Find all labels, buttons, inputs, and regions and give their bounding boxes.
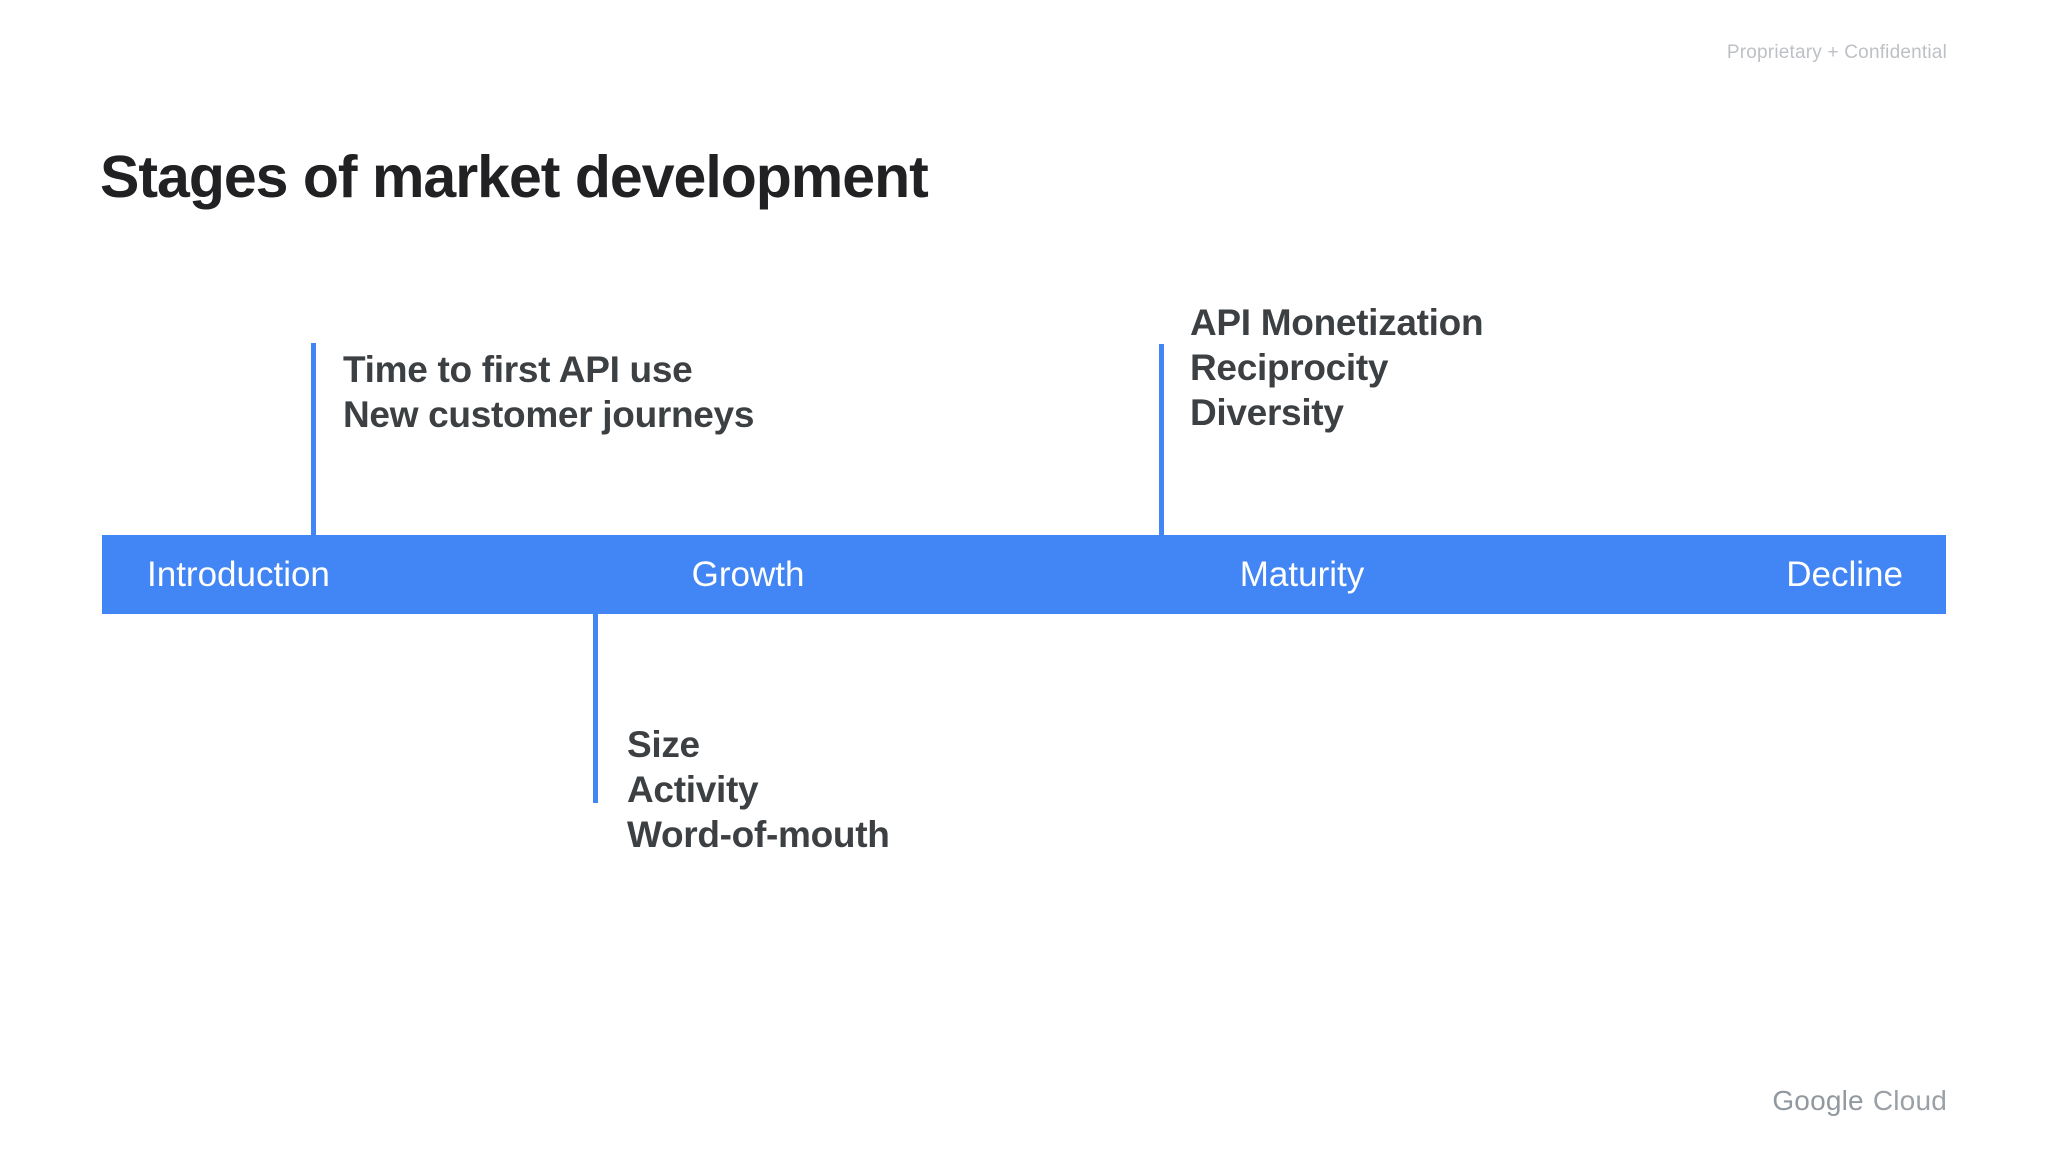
callout-text-line: API Monetization	[1190, 302, 1484, 343]
callout-text-line: New customer journeys	[343, 394, 755, 435]
callout-growth-above: Time to first API use New customer journ…	[343, 347, 754, 437]
callout-text-line: Time to first API use	[343, 349, 693, 390]
stage-label-decline: Decline	[1786, 554, 1903, 594]
callout-text-line: Reciprocity	[1190, 347, 1389, 388]
callout-connector-line-growth-above	[311, 343, 316, 535]
callout-text-line: Size	[627, 724, 700, 765]
callout-growth-below: Size Activity Word-of-mouth	[627, 722, 890, 857]
callout-connector-line-growth-below	[593, 613, 598, 803]
callout-text-line: Diversity	[1190, 392, 1344, 433]
callout-maturity-above: API Monetization Reciprocity Diversity	[1190, 300, 1484, 435]
google-cloud-logo-product: Cloud	[1872, 1085, 1947, 1116]
stage-label-introduction: Introduction	[147, 554, 330, 594]
stage-label-growth: Growth	[691, 554, 805, 594]
stage-label-maturity: Maturity	[1239, 554, 1365, 594]
callout-text-line: Word-of-mouth	[627, 814, 890, 855]
timeline-bar: Introduction Growth Maturity Decline	[102, 535, 1946, 614]
confidentiality-notice: Proprietary + Confidential	[1726, 42, 1947, 63]
google-cloud-logo-brand: Google	[1772, 1085, 1864, 1116]
callout-text-line: Activity	[627, 769, 759, 810]
page-title: Stages of market development	[100, 143, 929, 210]
callout-connector-line-maturity-above	[1159, 344, 1164, 535]
google-cloud-logo: Google Cloud	[1772, 1085, 1947, 1117]
